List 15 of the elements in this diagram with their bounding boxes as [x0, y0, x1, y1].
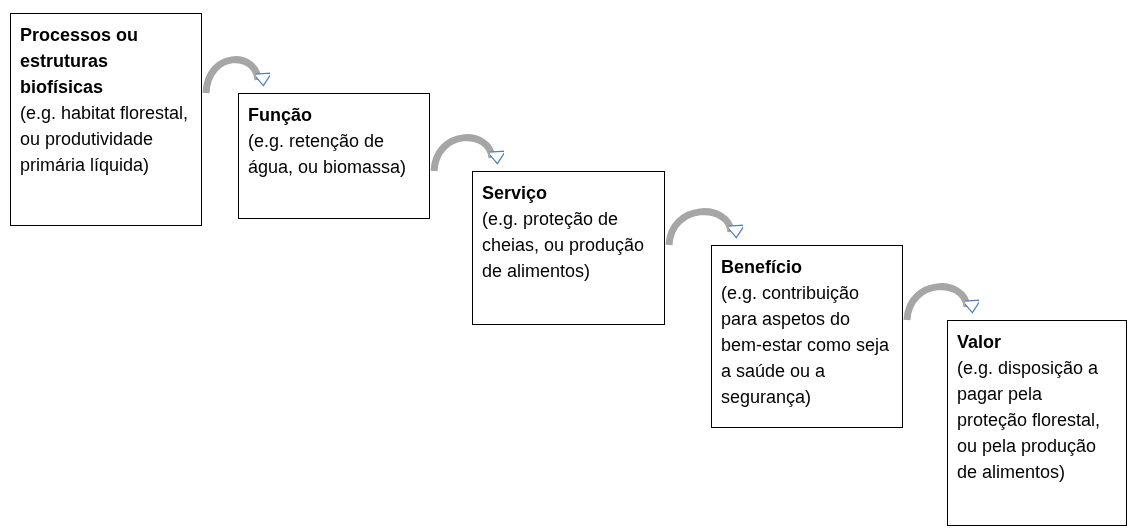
box-description: (e.g. disposição a pagar pela proteção florestal, ou pela produção de alimentos) — [957, 357, 1102, 484]
box-description: (e.g. retenção de água, ou biomassa) — [248, 130, 408, 179]
box-heading: Processos ou estruturas biofísicas — [20, 24, 140, 99]
process-box — [711, 245, 903, 428]
box-description: (e.g. habitat florestal, ou produtividade primária líquida) — [20, 102, 190, 177]
process-box — [947, 320, 1127, 526]
box-description: (e.g. contribuição para aspetos do bem-estar como seja a saúde ou a segurança) — [721, 282, 891, 409]
process-box — [10, 13, 202, 226]
box-heading: Função — [248, 104, 313, 127]
box-heading: Benefício — [721, 256, 804, 279]
process-box — [472, 171, 665, 325]
box-heading: Serviço — [482, 182, 549, 205]
process-box — [238, 93, 430, 219]
box-description: (e.g. proteção de cheias, ou produção de alimentos) — [482, 208, 646, 283]
box-heading: Valor — [957, 331, 1003, 354]
